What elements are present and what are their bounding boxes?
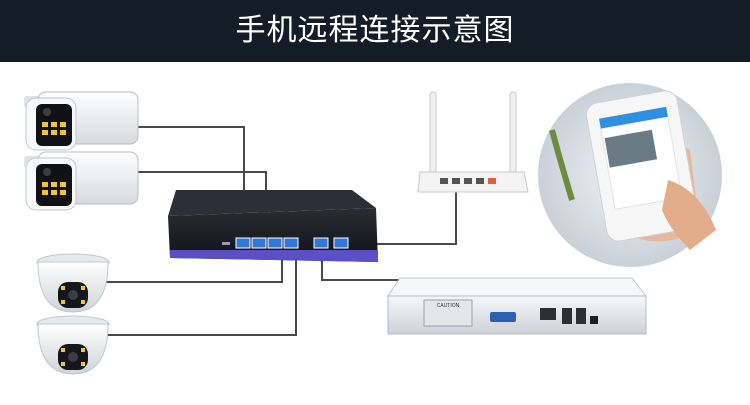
cable-dome-camera-2 (105, 250, 297, 336)
cable-router (370, 190, 457, 245)
dome-camera-icon (36, 253, 110, 313)
title-bar (0, 0, 750, 62)
nvr-caution-label: CAUTION (437, 303, 460, 309)
smartphone-icon (538, 83, 722, 267)
poe-switch-icon (168, 190, 378, 262)
dome-camera-icon (36, 315, 110, 375)
bullet-camera-icon (24, 91, 139, 151)
cable-dome-camera-1 (105, 250, 283, 283)
wifi-router-icon (417, 91, 529, 193)
bullet-camera-icon (24, 151, 139, 211)
nvr-recorder-icon (387, 277, 648, 335)
page-title: 手机远程连接示意图 (235, 13, 515, 48)
